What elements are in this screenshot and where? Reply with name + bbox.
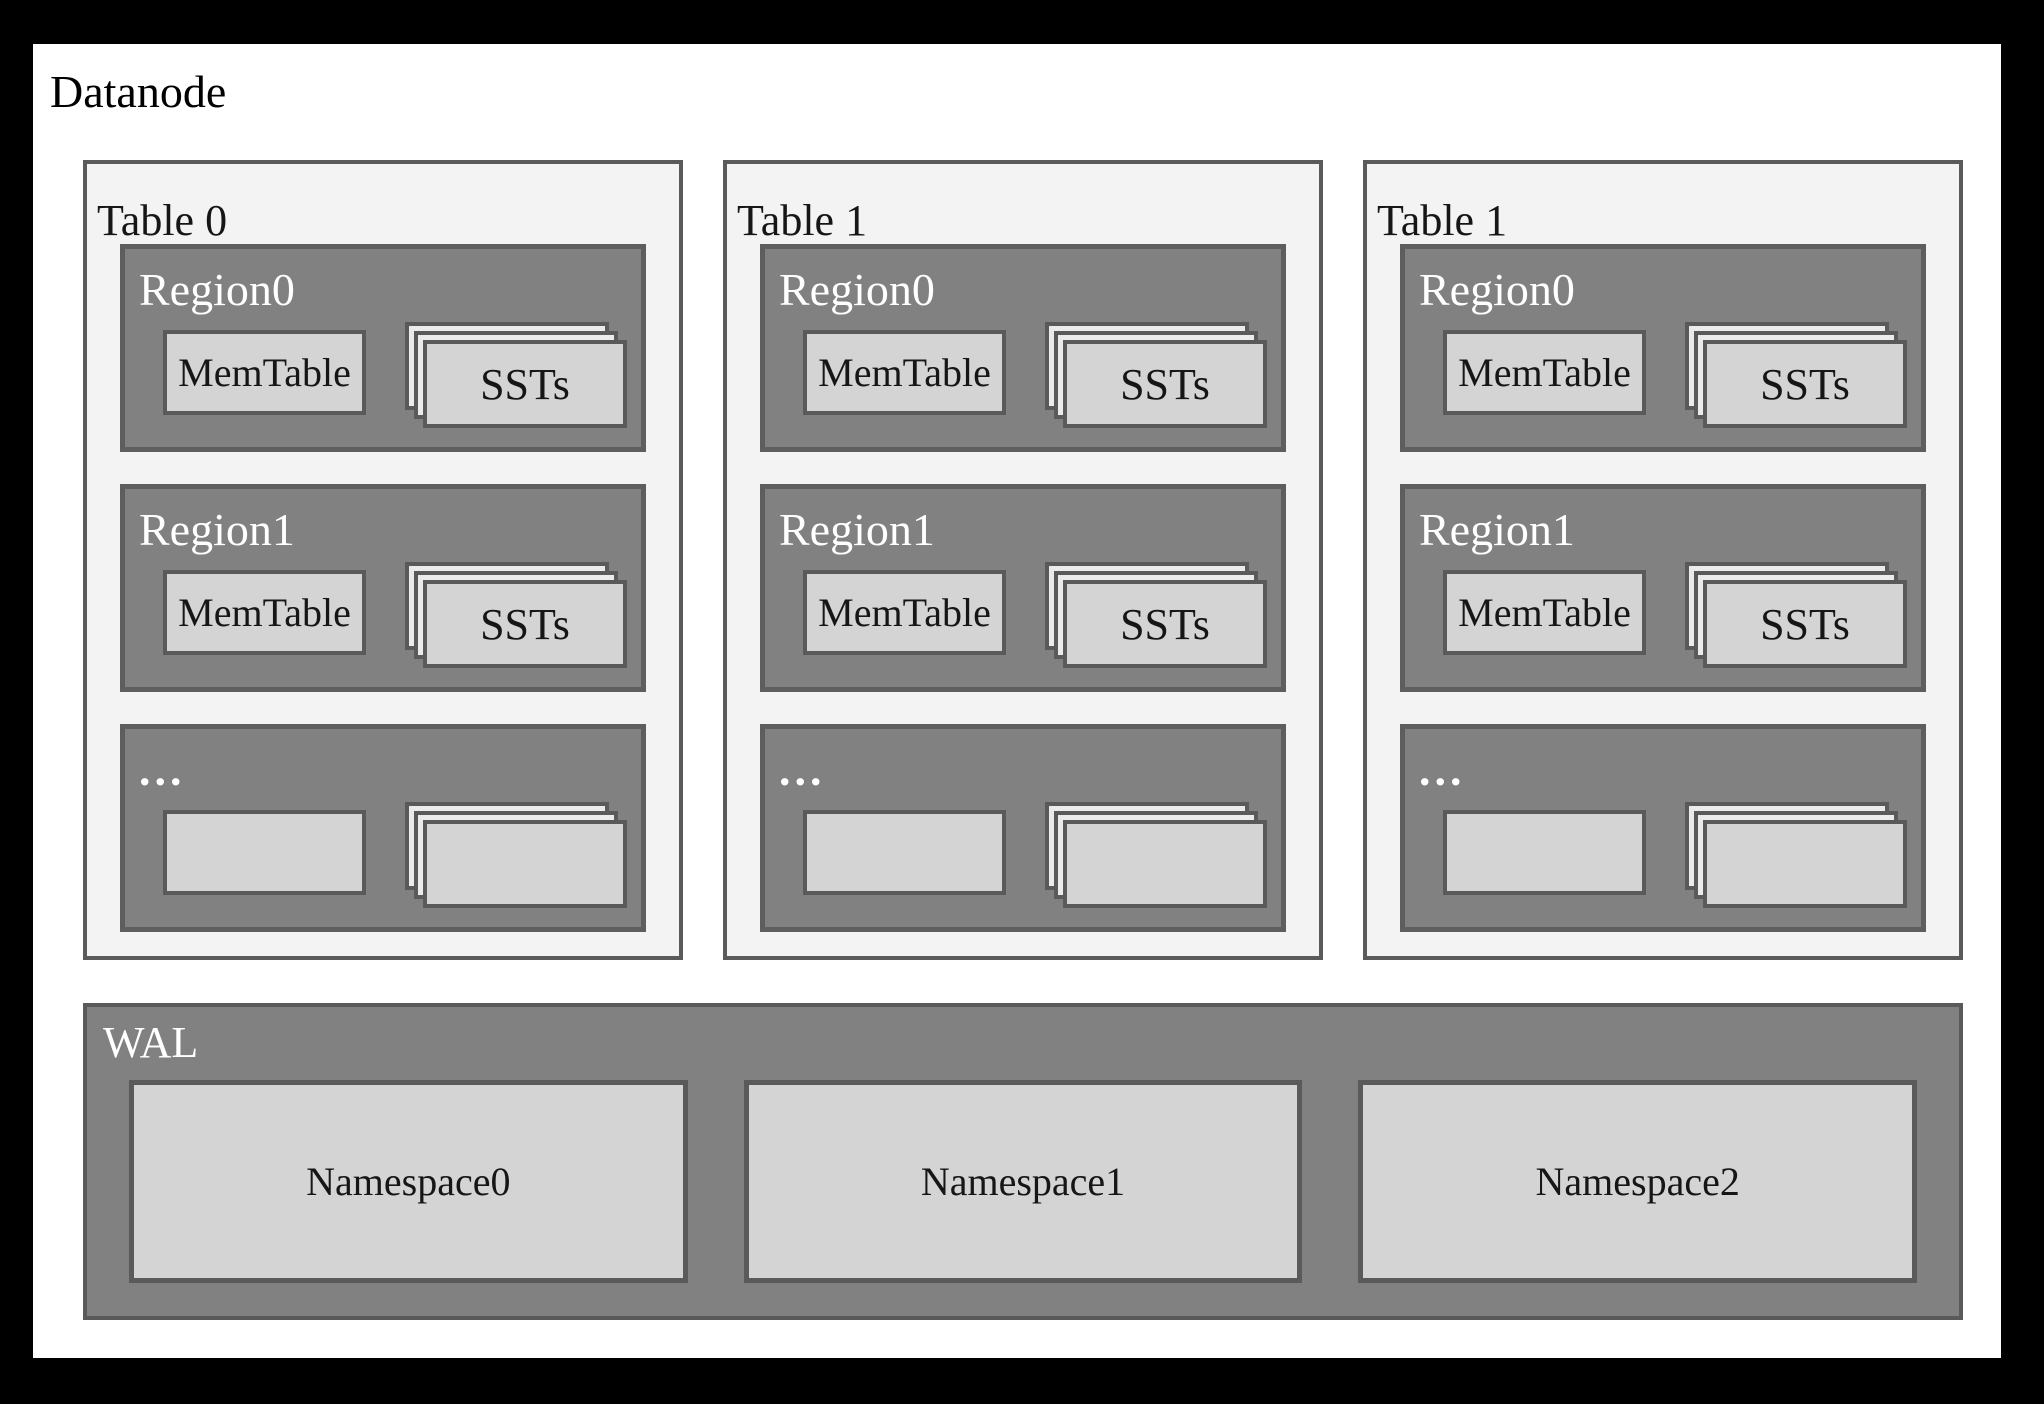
ssts-label: SSTs	[1120, 359, 1210, 409]
ssts-stack: SSTs	[1045, 562, 1267, 668]
tables-row: Table 0 Region0 MemTable SSTs Region1 Me…	[83, 160, 1963, 960]
table-label: Table 0	[97, 196, 228, 245]
ssts-stack-empty	[1045, 802, 1267, 908]
memtable-label: MemTable	[818, 350, 991, 395]
namespace-label: Namespace2	[1535, 1159, 1740, 1204]
memtable-box-empty	[163, 810, 366, 895]
region-box: Region0 MemTable SSTs	[120, 244, 646, 452]
region-box: Region1 MemTable SSTs	[1400, 484, 1926, 692]
region-box-more: ...	[760, 724, 1286, 932]
ssts-stack-empty	[405, 802, 627, 908]
memtable-label: MemTable	[178, 590, 351, 635]
table-label: Table 1	[1377, 196, 1508, 245]
region-box: Region1 MemTable SSTs	[760, 484, 1286, 692]
region-ellipsis-label: ...	[139, 744, 186, 795]
memtable-box-empty	[803, 810, 1006, 895]
ssts-stack: SSTs	[1045, 322, 1267, 428]
sst-layer-front: SSTs	[1063, 340, 1267, 428]
table-panel-0: Table 0 Region0 MemTable SSTs Region1 Me…	[83, 160, 683, 960]
sst-layer-front: SSTs	[423, 580, 627, 668]
sst-layer-front	[1703, 820, 1907, 908]
namespace-row: Namespace0 Namespace1 Namespace2	[129, 1080, 1918, 1283]
region-label: Region1	[1419, 504, 1575, 555]
region-ellipsis-label: ...	[1419, 744, 1466, 795]
region-box: Region1 MemTable SSTs	[120, 484, 646, 692]
region-label: Region1	[779, 504, 935, 555]
namespace-box-0: Namespace0	[129, 1080, 688, 1283]
namespace-box-1: Namespace1	[743, 1080, 1303, 1283]
ssts-label: SSTs	[1760, 359, 1850, 409]
ssts-stack: SSTs	[1685, 322, 1907, 428]
region-label: Region1	[139, 504, 295, 555]
ssts-label: SSTs	[1120, 599, 1210, 649]
memtable-box: MemTable	[803, 570, 1006, 655]
region-box-more: ...	[1400, 724, 1926, 932]
ssts-label: SSTs	[480, 599, 570, 649]
wal-box: WAL Namespace0 Namespace1 Namespace2	[83, 1003, 1963, 1320]
wal-label: WAL	[103, 1018, 199, 1067]
page-title: Datanode	[50, 66, 227, 117]
sst-layer-front	[1063, 820, 1267, 908]
ssts-stack-empty	[1685, 802, 1907, 908]
sst-layer-front	[423, 820, 627, 908]
region-label: Region0	[1419, 264, 1575, 315]
region-box: Region0 MemTable SSTs	[1400, 244, 1926, 452]
ssts-stack: SSTs	[405, 322, 627, 428]
ssts-stack: SSTs	[405, 562, 627, 668]
memtable-box: MemTable	[803, 330, 1006, 415]
region-box: Region0 MemTable SSTs	[760, 244, 1286, 452]
ssts-label: SSTs	[480, 359, 570, 409]
memtable-box: MemTable	[163, 330, 366, 415]
sst-layer-front: SSTs	[1063, 580, 1267, 668]
region-ellipsis-label: ...	[779, 744, 826, 795]
sst-layer-front: SSTs	[423, 340, 627, 428]
region-label: Region0	[779, 264, 935, 315]
table-label: Table 1	[737, 196, 868, 245]
namespace-label: Namespace1	[920, 1159, 1126, 1204]
memtable-label: MemTable	[818, 590, 991, 635]
sst-layer-front: SSTs	[1703, 580, 1907, 668]
memtable-label: MemTable	[178, 350, 351, 395]
sst-layer-front: SSTs	[1703, 340, 1907, 428]
memtable-box: MemTable	[1443, 570, 1646, 655]
region-box-more: ...	[120, 724, 646, 932]
memtable-box: MemTable	[163, 570, 366, 655]
memtable-box: MemTable	[1443, 330, 1646, 415]
datanode-canvas: Datanode Table 0 Region0 MemTable SSTs R…	[33, 44, 2001, 1358]
memtable-label: MemTable	[1458, 590, 1631, 635]
namespace-label: Namespace0	[306, 1159, 511, 1204]
table-panel-2: Table 1 Region0 MemTable SSTs Region1 Me…	[1363, 160, 1963, 960]
ssts-stack: SSTs	[1685, 562, 1907, 668]
ssts-label: SSTs	[1760, 599, 1850, 649]
table-panel-1: Table 1 Region0 MemTable SSTs Region1 Me…	[723, 160, 1323, 960]
memtable-label: MemTable	[1458, 350, 1631, 395]
region-label: Region0	[139, 264, 295, 315]
memtable-box-empty	[1443, 810, 1646, 895]
namespace-box-2: Namespace2	[1358, 1080, 1918, 1283]
